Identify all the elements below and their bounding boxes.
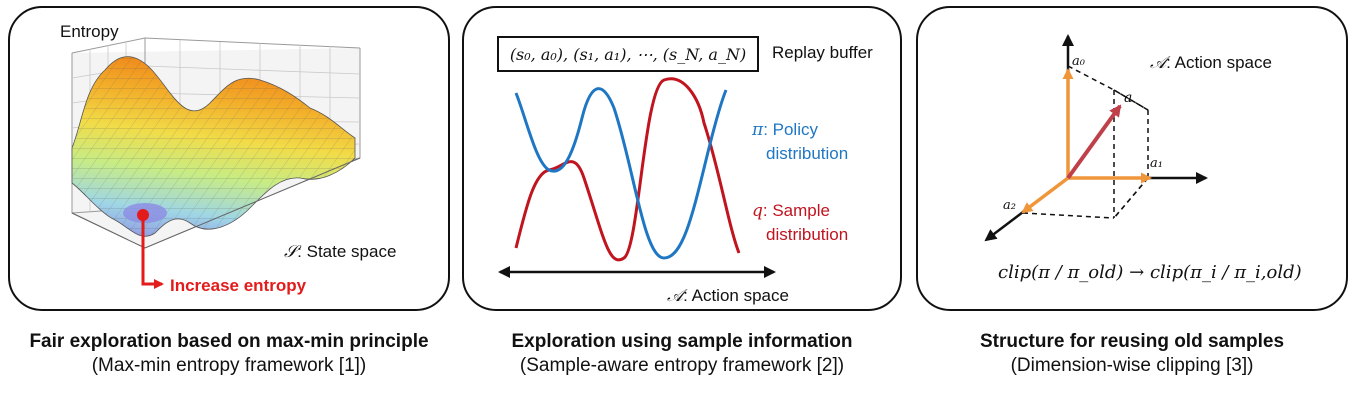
action-space-label: 𝒜: Action space (667, 286, 789, 306)
caption-max-min: Fair exploration based on max-min princi… (8, 330, 450, 378)
caption-dimension-wise: Structure for reusing old samples (Dimen… (916, 330, 1348, 378)
policy-symbol: π (752, 120, 764, 140)
action-space-symbol: 𝒜 (667, 286, 684, 306)
sample-line1: : Sample (762, 201, 830, 220)
replay-buffer-label: Replay buffer (772, 43, 873, 62)
entropy-surface-figure (71, 37, 361, 289)
sample-symbol: q (752, 201, 763, 221)
policy-distribution-curve (514, 87, 728, 260)
action-vector-a (1066, 104, 1122, 180)
component-a2 (1021, 176, 1070, 214)
clip-formula: clip(π / π_old) → clip(π_i / π_i,old) (998, 262, 1302, 283)
action-space-text-3: : Action space (1166, 53, 1272, 72)
increase-entropy-arrow (137, 209, 164, 289)
distribution-curves (498, 77, 776, 278)
policy-line2: distribution (766, 144, 849, 163)
label-a1: a₁ (1150, 156, 1163, 171)
panel-sample-aware-entropy: (s₀, a₀), (s₁, a₁), ⋯, (s_N, a_N) Replay… (462, 6, 902, 311)
policy-distribution-label: π: Policy distribution (752, 118, 848, 165)
panel-max-min-entropy: Entropy 𝒮: State space Increase entropy (8, 6, 450, 311)
label-a2: a₂ (1003, 198, 1016, 213)
action-space-label-3: 𝒜: Action space (1150, 53, 1272, 73)
state-space-label: 𝒮: State space (284, 242, 396, 262)
action-space-text: : Action space (683, 286, 789, 305)
label-a0: a₀ (1072, 54, 1085, 69)
policy-line1: : Policy (763, 120, 818, 139)
entropy-label: Entropy (60, 22, 119, 41)
caption-subtitle: (Dimension-wise clipping [3]) (1010, 355, 1254, 376)
caption-title: Fair exploration based on max-min princi… (29, 331, 429, 352)
caption-sample-aware: Exploration using sample information (Sa… (462, 330, 902, 378)
panel-dimension-wise-clipping: a₀ a₁ a₂ a 𝒜: Action space clip(π / π_ol… (916, 6, 1348, 311)
replay-buffer-samples: (s₀, a₀), (s₁, a₁), ⋯, (s_N, a_N) (509, 44, 747, 64)
caption-title: Exploration using sample information (511, 331, 853, 352)
action-space-axes (984, 34, 1208, 242)
sample-line2: distribution (766, 225, 849, 244)
state-space-text: : State space (297, 242, 397, 261)
increase-entropy-label: Increase entropy (170, 276, 307, 295)
sample-distribution-label: q: Sample distribution (752, 199, 848, 246)
label-vector-a: a (1124, 90, 1133, 106)
action-space-symbol-3: 𝒜 (1150, 53, 1167, 73)
caption-title: Structure for reusing old samples (979, 331, 1285, 352)
projection-lines (1022, 65, 1149, 219)
replay-buffer-box: (s₀, a₀), (s₁, a₁), ⋯, (s_N, a_N) (497, 36, 759, 72)
caption-subtitle: (Max-min entropy framework [1]) (91, 355, 367, 376)
caption-subtitle: (Sample-aware entropy framework [2]) (519, 355, 845, 376)
state-space-symbol: 𝒮 (284, 242, 298, 262)
